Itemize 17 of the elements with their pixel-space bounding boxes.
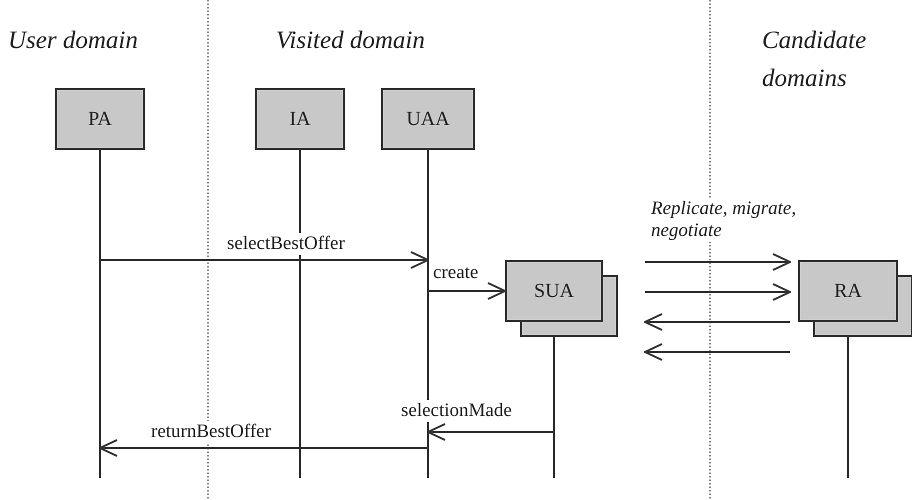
message-arrow: [427, 423, 554, 441]
message-arrow: [645, 283, 791, 301]
domain-heading: User domain: [8, 26, 138, 56]
lifeline-participant: PA: [55, 88, 145, 478]
edge-label: selectionMade: [400, 400, 513, 422]
lifeline-participant: RA: [798, 260, 912, 478]
domain-heading: Visited domain: [276, 26, 425, 56]
message-arrow: [99, 439, 428, 457]
domain-heading: Candidate domains: [762, 26, 868, 94]
edge-label: selectBestOffer: [226, 233, 346, 255]
message-arrow: [100, 251, 429, 269]
message-arrow: [644, 343, 790, 361]
message-arrow: [645, 253, 791, 271]
message-arrow: [644, 313, 790, 331]
edge-label: returnBestOffer: [150, 421, 272, 443]
lifeline-participant: IA: [255, 88, 345, 150]
message-arrow: [428, 282, 506, 300]
